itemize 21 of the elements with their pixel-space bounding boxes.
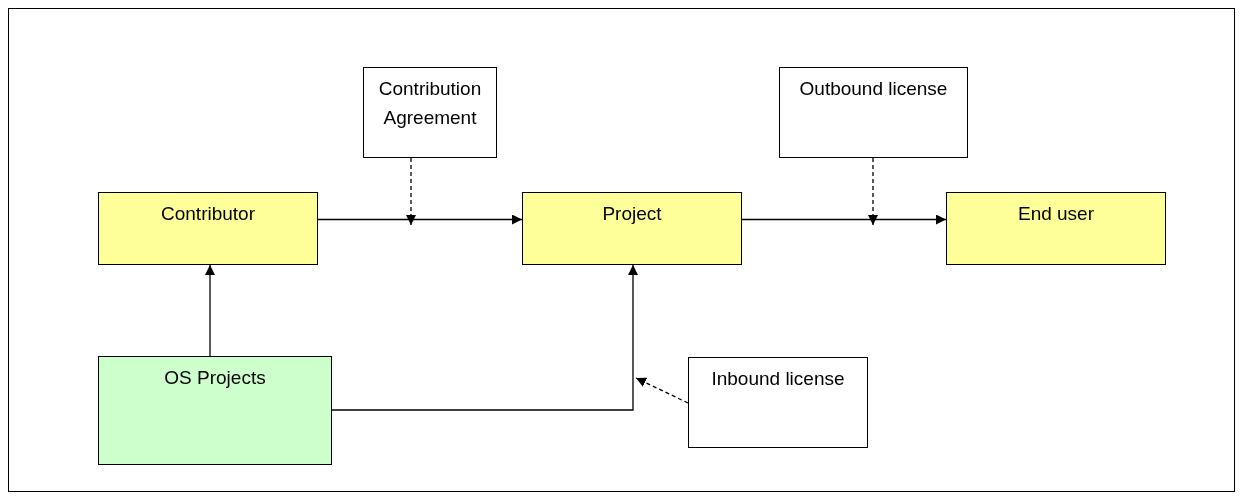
arrow: [205, 264, 215, 357]
node-label: Contributor: [161, 203, 255, 224]
node-label: Contribution Agreement: [378, 78, 482, 128]
arrow: [317, 214, 523, 225]
dashed-arrow: [406, 157, 416, 226]
process-box: [522, 192, 742, 265]
note-box: [779, 67, 968, 158]
process-box: [98, 192, 318, 265]
note-box: [363, 67, 497, 158]
dashed-arrow: [868, 157, 878, 226]
node-label: End user: [1017, 203, 1094, 224]
process-box: [98, 356, 332, 465]
node-label: Project: [602, 203, 662, 224]
process-box: [946, 192, 1166, 265]
node-label: OS Projects: [164, 367, 266, 388]
node-label: Inbound license: [711, 368, 845, 389]
note-box: [688, 357, 868, 448]
arrow: [331, 264, 638, 411]
arrow: [741, 214, 947, 225]
node-label: Outbound license: [799, 78, 948, 99]
dashed-arrow: [635, 377, 689, 404]
